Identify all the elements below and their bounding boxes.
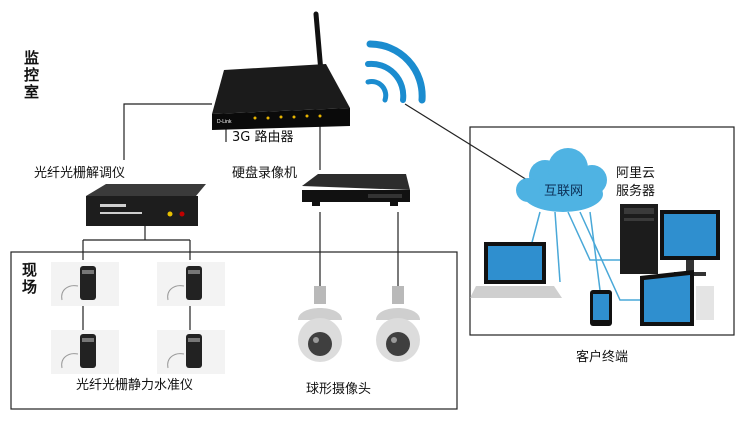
control-room-char: 室 (24, 83, 40, 101)
cloud-icon (516, 148, 607, 212)
dvr-label: 硬盘录像机 (232, 166, 298, 181)
site-label: 现 场 (22, 262, 38, 296)
site-char: 场 (22, 278, 38, 296)
desktop-monitor-icon (660, 210, 720, 276)
demodulator-label: 光纤光栅解调仪 (34, 166, 126, 181)
connection-lines (82, 103, 541, 330)
router-label: 3G 路由器 (232, 130, 294, 145)
laptop-icon (470, 242, 562, 298)
dome-camera-icon (376, 286, 420, 362)
sensor-icon (51, 330, 119, 374)
site-box (10, 251, 458, 410)
site-char: 现 (22, 261, 38, 279)
client-label: 客户终端 (576, 350, 629, 365)
level-gauge-sensors (51, 262, 225, 374)
dome-camera-icon (298, 286, 342, 362)
dvr-icon (302, 174, 410, 206)
sensor-icon (157, 262, 225, 306)
router-to-demodulator-line (123, 103, 212, 160)
client-box (469, 126, 735, 336)
server-label-line2: 服务器 (616, 184, 656, 199)
router-icon: D-Link (212, 11, 350, 130)
control-room-char: 控 (24, 66, 40, 84)
level-gauge-label: 光纤光栅静力水准仪 (76, 378, 194, 393)
cloud-label: 互联网 (544, 184, 584, 199)
sensor-icon (157, 330, 225, 374)
server-label-line1: 阿里云 (616, 166, 656, 181)
camera-label: 球形摄像头 (306, 382, 372, 397)
router-brand-text: D-Link (217, 119, 232, 125)
control-room-char: 监 (24, 49, 40, 67)
all-in-one-pc-icon (640, 270, 714, 326)
wifi-icon (365, 40, 426, 104)
control-room-label: 监 控 室 (24, 50, 40, 101)
wifi-to-cloud-line (404, 103, 541, 189)
demodulator-icon (86, 184, 206, 226)
server-icon (620, 204, 658, 274)
tablet-icon (590, 290, 612, 326)
sensor-icon (51, 262, 119, 306)
